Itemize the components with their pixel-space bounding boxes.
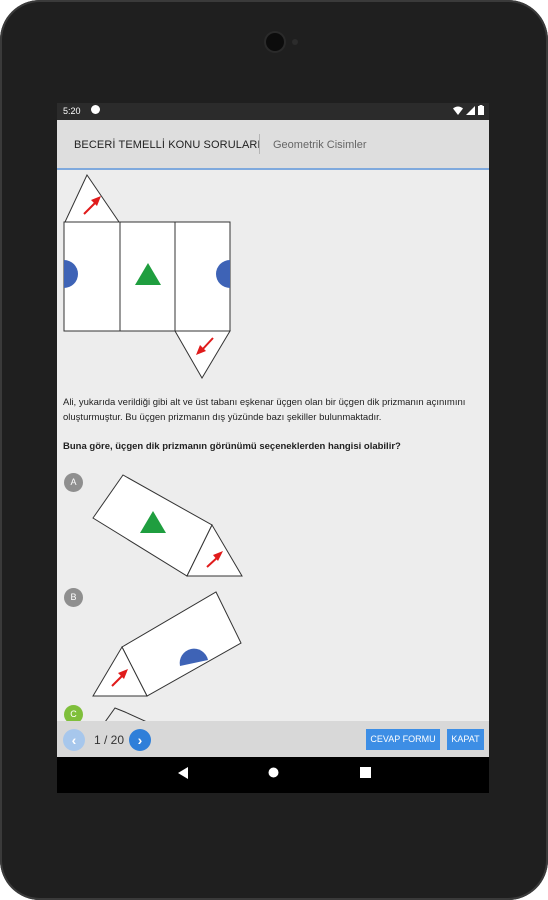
triangle-icon: [140, 511, 166, 533]
net-face-middle: [119, 221, 176, 332]
triangle-icon: [135, 263, 161, 285]
arrow-icon: [83, 196, 101, 215]
recents-icon[interactable]: [360, 767, 371, 778]
net-bottom-triangle: [174, 330, 231, 379]
option-a-badge[interactable]: A: [64, 473, 83, 492]
back-icon[interactable]: [178, 767, 188, 779]
net-top-triangle: [64, 173, 120, 223]
arrow-icon: [196, 337, 214, 355]
semicircle-icon: [179, 648, 208, 666]
next-page-button[interactable]: ›: [129, 729, 151, 751]
screen: 5:20 BECERİ TEMELLİ KONU SORULARI Geomet…: [57, 103, 489, 793]
arrow-icon: [206, 551, 223, 568]
option-c-badge[interactable]: C: [64, 705, 83, 721]
semicircle-icon: [216, 260, 230, 288]
camera-lens: [266, 33, 284, 51]
system-nav-bar: [57, 757, 489, 793]
battery-icon: [478, 105, 484, 115]
answer-form-button[interactable]: CEVAP FORMU: [366, 729, 440, 750]
option-b-figure[interactable]: [57, 585, 489, 700]
header-divider: [259, 134, 260, 154]
option-b-badge[interactable]: B: [64, 588, 83, 607]
option-c-figure[interactable]: [57, 702, 489, 721]
semicircle-icon: [64, 260, 78, 288]
question-prompt: Buna göre, üçgen dik prizmanın görünümü …: [63, 441, 401, 452]
question-content[interactable]: Ali, yukarıda verildiği gibi alt ve üst …: [57, 170, 489, 721]
page-title: BECERİ TEMELLİ KONU SORULARI: [74, 139, 261, 151]
topic-subtitle: Geometrik Cisimler: [273, 139, 367, 151]
signal-icon: [466, 105, 475, 115]
status-time: 5:20: [63, 106, 81, 116]
previous-page-button[interactable]: ‹: [63, 729, 85, 751]
bottom-toolbar: ‹ 1 / 20 › CEVAP FORMU KAPAT: [57, 721, 489, 757]
option-a-figure[interactable]: [57, 470, 489, 585]
status-icons: [453, 105, 484, 115]
home-icon[interactable]: [268, 767, 279, 778]
question-paragraph: Ali, yukarıda verildiği gibi alt ve üst …: [63, 397, 466, 423]
status-bar: 5:20: [57, 103, 489, 120]
wifi-icon: [453, 106, 463, 115]
prism-net-figure: [63, 173, 231, 379]
camera-sensor: [292, 39, 298, 45]
arrow-icon: [111, 669, 128, 687]
notification-icon: [91, 105, 100, 114]
close-button[interactable]: KAPAT: [447, 729, 484, 750]
page-indicator: 1 / 20: [94, 733, 125, 747]
app-header: BECERİ TEMELLİ KONU SORULARI Geometrik C…: [57, 120, 489, 170]
